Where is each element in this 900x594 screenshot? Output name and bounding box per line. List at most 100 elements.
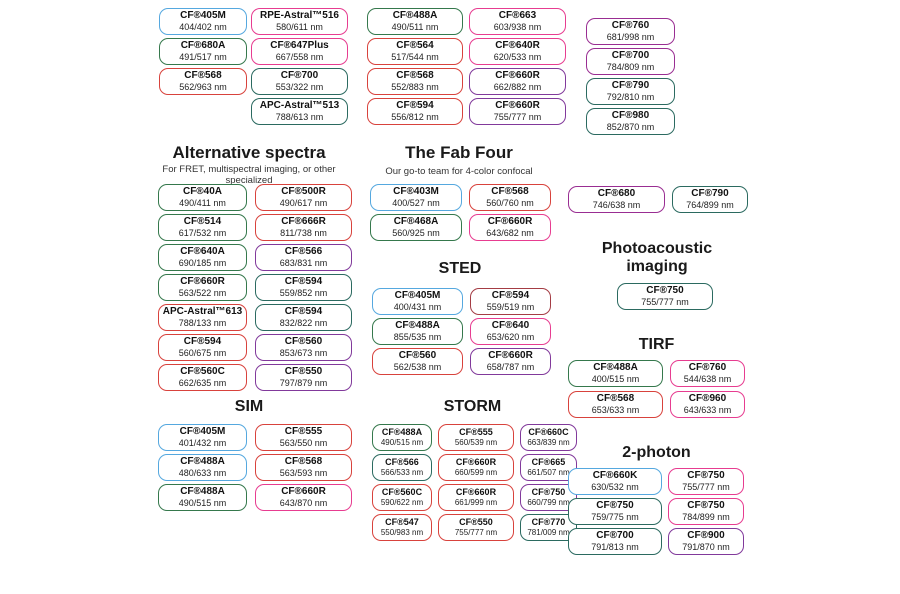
dye-name: CF®594 (491, 290, 530, 302)
dye-name: CF®568 (491, 186, 529, 198)
dye-name: CF®700 (280, 70, 319, 82)
dye-wavelengths: 552/883 nm (391, 82, 439, 93)
dye-wavelengths: 404/402 nm (179, 22, 227, 33)
section-title-sim: SIM (234, 398, 264, 415)
dye-wavelengths: 401/432 nm (178, 438, 227, 449)
dye-name: RPE-Astral™516 (260, 10, 339, 22)
dye-name: CF®660R (455, 487, 497, 498)
dye-wavelengths: 788/133 nm (178, 318, 227, 329)
dye-wavelengths: 544/638 nm (683, 374, 732, 385)
dye-wavelengths: 755/777 nm (454, 528, 498, 538)
dye-wavelengths: 764/899 nm (686, 200, 734, 211)
dye-wavelengths: 563/550 nm (279, 438, 328, 449)
dye-name: CF®500R (281, 186, 326, 198)
dye-name: CF®660R (487, 216, 533, 228)
dye-name: CF®666R (281, 216, 326, 228)
dye-name: CF®660R (495, 70, 540, 82)
dye-wavelengths: 560/539 nm (454, 438, 498, 448)
dye-wavelengths: 562/538 nm (393, 362, 442, 373)
dye-name: CF®488A (180, 486, 225, 498)
dye-wavelengths: 400/431 nm (393, 302, 442, 313)
dye-wavelengths: 490/515 nm (178, 498, 227, 509)
dye-name: CF®550 (284, 366, 323, 378)
dye-wavelengths: 517/544 nm (391, 52, 439, 63)
dye-name: CF®660R (180, 276, 225, 288)
dye-name: CF®700 (596, 530, 634, 542)
section-title-fab-four: The Fab Four (405, 143, 513, 162)
dye-name: CF®468A (393, 216, 439, 228)
dye-wavelengths: 690/185 nm (178, 258, 227, 269)
dye-name: CF®560 (284, 336, 323, 348)
dye-wavelengths: 620/533 nm (493, 52, 542, 63)
dye-wavelengths: 643/870 nm (279, 498, 328, 509)
dye-name: CF®700 (611, 50, 650, 62)
dye-name: CF®488A (392, 10, 438, 22)
dye-wavelengths: 490/617 nm (279, 198, 328, 209)
dye-name: CF®647Plus (270, 40, 329, 52)
dye-name: CF®488A (395, 320, 440, 332)
dye-name: CF®760 (688, 362, 727, 374)
section-title-photoacoustic-imaging: Photoacoustic imaging (601, 240, 713, 276)
dye-wavelengths: 480/633 nm (178, 468, 227, 479)
dye-name: CF®568 (596, 393, 635, 405)
dye-wavelengths: 683/831 nm (279, 258, 328, 269)
dye-wavelengths: 755/777 nm (682, 482, 730, 493)
dye-wavelengths: 653/633 nm (591, 405, 640, 416)
dye-name: CF®750 (687, 500, 725, 512)
dye-name: CF®665 (531, 457, 566, 468)
dye-wavelengths: 490/411 nm (179, 198, 226, 209)
dye-name: CF®560 (398, 350, 437, 362)
dye-wavelengths: 580/611 nm (276, 22, 323, 33)
dye-wavelengths: 559/852 nm (279, 288, 328, 299)
dye-wavelengths: 661/507 nm (527, 468, 570, 478)
section-title-sted: STED (438, 260, 482, 277)
dye-name: CF®488A (180, 456, 225, 468)
section-title-alternative-spectra: Alternative spectra (172, 143, 326, 162)
dye-wavelengths: 400/527 nm (392, 198, 440, 209)
dye-name: CF®403M (393, 186, 439, 198)
dye-wavelengths: 784/899 nm (682, 512, 730, 523)
dye-name: CF®488A (593, 362, 638, 374)
dye-name: CF®405M (179, 426, 226, 438)
